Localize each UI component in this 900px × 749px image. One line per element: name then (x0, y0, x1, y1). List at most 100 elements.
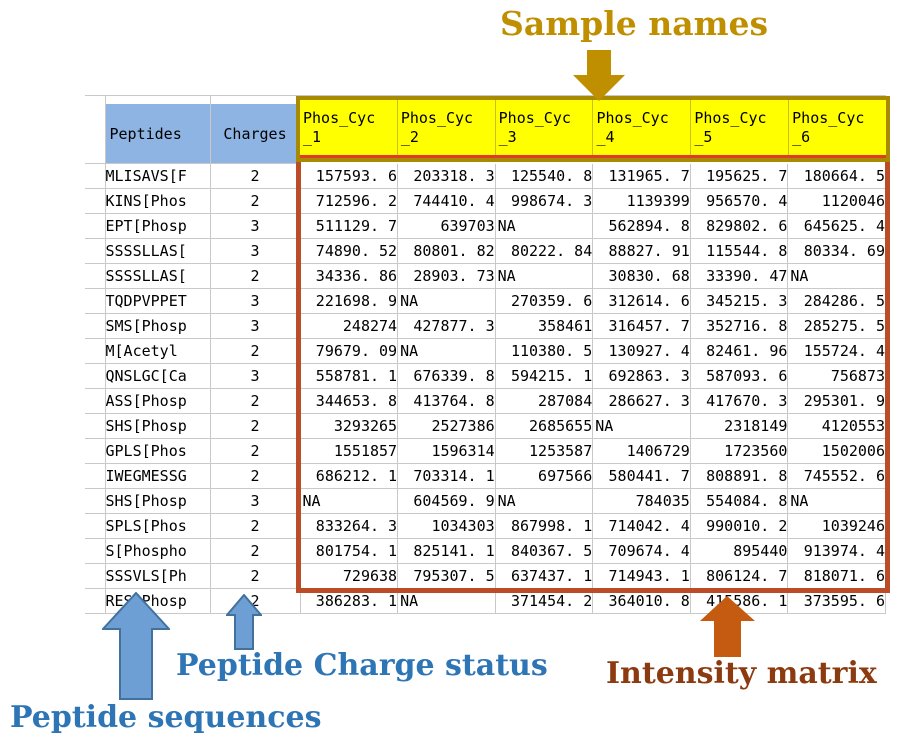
intensity-cell[interactable]: 33390. 47 (690, 263, 789, 289)
intensity-cell[interactable]: NA (495, 488, 594, 514)
intensity-cell[interactable]: 131965. 7 (592, 163, 691, 189)
empty-cell[interactable] (85, 188, 106, 214)
charges-header[interactable]: Charges (210, 104, 301, 164)
intensity-cell[interactable]: 30830. 68 (592, 263, 691, 289)
intensity-cell[interactable]: 2527386 (397, 413, 496, 439)
intensity-cell[interactable]: NA (495, 263, 594, 289)
intensity-cell[interactable]: 840367. 5 (495, 538, 594, 564)
intensity-cell[interactable]: 709674. 4 (592, 538, 691, 564)
intensity-cell[interactable]: 270359. 6 (495, 288, 594, 314)
peptide-cell[interactable]: TQDPVPPET (105, 288, 211, 314)
empty-cell[interactable] (85, 288, 106, 314)
intensity-cell[interactable]: 729638 (300, 563, 399, 589)
intensity-cell[interactable]: 562894. 8 (592, 213, 691, 239)
intensity-cell[interactable]: 1034303 (397, 513, 496, 539)
intensity-cell[interactable]: 79679. 09 (300, 338, 399, 364)
intensity-cell[interactable]: 795307. 5 (397, 563, 496, 589)
empty-cell[interactable] (85, 463, 106, 489)
sample-header-cell[interactable]: Phos_Cyc_2 (398, 100, 496, 155)
charge-cell[interactable]: 2 (210, 388, 301, 414)
charge-cell[interactable]: 3 (210, 313, 301, 339)
charge-cell[interactable]: 2 (210, 338, 301, 364)
intensity-cell[interactable]: 373595. 6 (787, 588, 886, 614)
intensity-cell[interactable]: 345215. 3 (690, 288, 789, 314)
intensity-cell[interactable]: 155724. 4 (787, 338, 886, 364)
intensity-cell[interactable]: 1253587 (495, 438, 594, 464)
charge-cell[interactable]: 2 (210, 163, 301, 189)
peptide-cell[interactable]: S[Phospho (105, 538, 211, 564)
intensity-cell[interactable]: NA (397, 288, 496, 314)
intensity-cell[interactable]: 2685655 (495, 413, 594, 439)
intensity-cell[interactable]: 818071. 6 (787, 563, 886, 589)
charge-cell[interactable]: 2 (210, 513, 301, 539)
peptide-cell[interactable]: SSSSLLAS[ (105, 263, 211, 289)
intensity-cell[interactable]: 697566 (495, 463, 594, 489)
peptide-cell[interactable]: QNSLGC[Ca (105, 363, 211, 389)
intensity-cell[interactable]: 1502006 (787, 438, 886, 464)
empty-cell[interactable] (85, 488, 106, 514)
intensity-cell[interactable]: 808891. 8 (690, 463, 789, 489)
intensity-cell[interactable]: 4120553 (787, 413, 886, 439)
intensity-cell[interactable]: 1039246 (787, 513, 886, 539)
intensity-cell[interactable]: 221698. 9 (300, 288, 399, 314)
empty-cell[interactable] (85, 588, 106, 614)
charge-cell[interactable]: 2 (210, 413, 301, 439)
intensity-cell[interactable]: 295301. 9 (787, 388, 886, 414)
intensity-cell[interactable]: 714943. 1 (592, 563, 691, 589)
intensity-cell[interactable]: 676339. 8 (397, 363, 496, 389)
intensity-cell[interactable]: 806124. 7 (690, 563, 789, 589)
peptide-cell[interactable]: EPT[Phosp (105, 213, 211, 239)
charge-cell[interactable]: 3 (210, 363, 301, 389)
intensity-cell[interactable]: 692863. 3 (592, 363, 691, 389)
sample-header-cell[interactable]: Phos_Cyc_4 (593, 100, 692, 155)
intensity-cell[interactable]: 386283. 1 (300, 588, 399, 614)
charge-cell[interactable]: 3 (210, 488, 301, 514)
intensity-cell[interactable]: NA (397, 338, 496, 364)
intensity-cell[interactable]: NA (300, 488, 399, 514)
intensity-cell[interactable]: 1596314 (397, 438, 496, 464)
intensity-cell[interactable]: 110380. 5 (495, 338, 594, 364)
intensity-cell[interactable]: 895440 (690, 538, 789, 564)
sample-header-cell[interactable]: Phos_Cyc_5 (691, 100, 790, 155)
intensity-cell[interactable]: 284286. 5 (787, 288, 886, 314)
peptide-cell[interactable]: SHS[Phosp (105, 413, 211, 439)
peptide-cell[interactable]: SPLS[Phos (105, 513, 211, 539)
peptide-cell[interactable]: SSSVLS[Ph (105, 563, 211, 589)
sample-header-cell[interactable]: Phos_Cyc_6 (789, 100, 886, 155)
intensity-cell[interactable]: NA (787, 488, 886, 514)
empty-cell[interactable] (85, 104, 106, 164)
empty-cell[interactable] (105, 95, 211, 104)
intensity-cell[interactable]: 833264. 3 (300, 513, 399, 539)
intensity-cell[interactable]: 587093. 6 (690, 363, 789, 389)
intensity-cell[interactable]: 364010. 8 (592, 588, 691, 614)
peptide-cell[interactable]: SHS[Phosp (105, 488, 211, 514)
intensity-cell[interactable]: 913974. 4 (787, 538, 886, 564)
charge-cell[interactable]: 2 (210, 438, 301, 464)
empty-cell[interactable] (85, 388, 106, 414)
intensity-cell[interactable]: 34336. 86 (300, 263, 399, 289)
intensity-cell[interactable]: 784035 (592, 488, 691, 514)
charge-cell[interactable]: 2 (210, 463, 301, 489)
intensity-cell[interactable]: 594215. 1 (495, 363, 594, 389)
intensity-cell[interactable]: 3293265 (300, 413, 399, 439)
intensity-cell[interactable]: 956570. 4 (690, 188, 789, 214)
intensity-cell[interactable]: 1723560 (690, 438, 789, 464)
empty-cell[interactable] (85, 363, 106, 389)
empty-cell[interactable] (85, 438, 106, 464)
peptides-header[interactable]: Peptides (105, 104, 211, 164)
intensity-cell[interactable]: 286627. 3 (592, 388, 691, 414)
intensity-cell[interactable]: 637437. 1 (495, 563, 594, 589)
intensity-cell[interactable]: 352716. 8 (690, 313, 789, 339)
empty-cell[interactable] (85, 213, 106, 239)
intensity-cell[interactable]: 203318. 3 (397, 163, 496, 189)
intensity-cell[interactable]: 344653. 8 (300, 388, 399, 414)
intensity-cell[interactable]: 712596. 2 (300, 188, 399, 214)
intensity-cell[interactable]: 74890. 52 (300, 238, 399, 264)
intensity-cell[interactable]: 413764. 8 (397, 388, 496, 414)
empty-cell[interactable] (85, 338, 106, 364)
empty-cell[interactable] (85, 538, 106, 564)
charge-cell[interactable]: 2 (210, 188, 301, 214)
charge-cell[interactable]: 3 (210, 213, 301, 239)
intensity-cell[interactable]: 745552. 6 (787, 463, 886, 489)
